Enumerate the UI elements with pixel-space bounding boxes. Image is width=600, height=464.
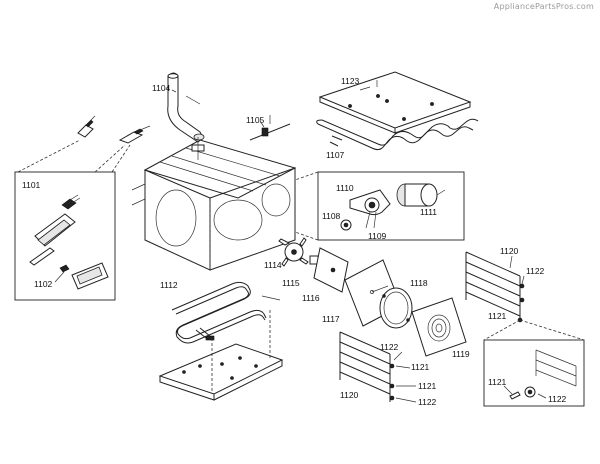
label-1116: 1116 xyxy=(302,293,320,303)
label-1122-right: 1122 xyxy=(526,266,545,276)
label-1111: 1111 xyxy=(420,207,437,217)
label-1121-left-top: 1121 xyxy=(411,362,430,372)
vent-tube: 1104 xyxy=(152,72,205,160)
label-1109: 1109 xyxy=(368,231,387,241)
temperature-sensor: 1105 xyxy=(246,115,291,141)
label-1114: 1114 xyxy=(264,260,282,270)
label-1121-right: 1121 xyxy=(488,311,507,321)
label-1121-left-bottom: 1121 xyxy=(418,381,437,391)
oven-cavity xyxy=(131,139,297,271)
label-1120-bottom: 1120 xyxy=(340,390,359,400)
label-1120-top: 1120 xyxy=(500,246,519,256)
label-1121-inset: 1121 xyxy=(488,377,507,387)
top-heater-element: 1107 xyxy=(316,118,479,160)
fan-motor xyxy=(396,183,446,207)
rack-support-left: 1120 1122 1121 1121 1122 xyxy=(339,331,437,407)
watermark: AppliancePartsPros.com xyxy=(493,2,594,11)
label-1119: 1119 xyxy=(452,349,470,359)
lamp-socket-left xyxy=(77,115,96,138)
rack-support-right: 1120 1122 1121 xyxy=(465,246,545,323)
label-1108: 1108 xyxy=(322,211,341,221)
fan-cover-plate: 1116 xyxy=(302,247,349,303)
label-1122-left-bottom: 1122 xyxy=(418,397,437,407)
label-1122-left-top: 1122 xyxy=(380,342,399,352)
bake-heater-element: 1112 xyxy=(160,280,281,344)
lamp-socket-right xyxy=(118,125,151,144)
motor-washer xyxy=(340,219,352,231)
label-1104: 1104 xyxy=(152,83,171,93)
label-1105: 1105 xyxy=(246,115,265,125)
label-1115: 1115 xyxy=(282,278,300,288)
label-1112: 1112 xyxy=(160,280,178,290)
convection-fan-blade: 1114 xyxy=(264,237,309,270)
label-1102: 1102 xyxy=(34,279,53,289)
label-1118: 1118 xyxy=(410,278,428,288)
fan-ring-gasket: 1118 xyxy=(379,278,428,329)
label-1101: 1101 xyxy=(22,180,41,190)
lamp-lens xyxy=(71,262,109,290)
label-1107: 1107 xyxy=(326,150,345,160)
motor-bracket xyxy=(349,189,391,229)
label-1117: 1117 xyxy=(322,314,340,324)
lamp-housing xyxy=(29,194,81,273)
inset-fan-motor: 1110 1108 1109 1111 xyxy=(294,171,465,241)
inset-lamp-assembly: 1101 1102 xyxy=(14,115,151,301)
label-1122-inset: 1122 xyxy=(548,394,567,404)
fan-cover: 1119 xyxy=(411,297,470,359)
inset-rack-detail: 1121 1122 xyxy=(483,319,585,407)
label-1110: 1110 xyxy=(336,183,354,193)
top-cover: 1123 xyxy=(318,71,472,134)
label-1123: 1123 xyxy=(341,76,360,86)
bottom-cover xyxy=(158,310,284,401)
